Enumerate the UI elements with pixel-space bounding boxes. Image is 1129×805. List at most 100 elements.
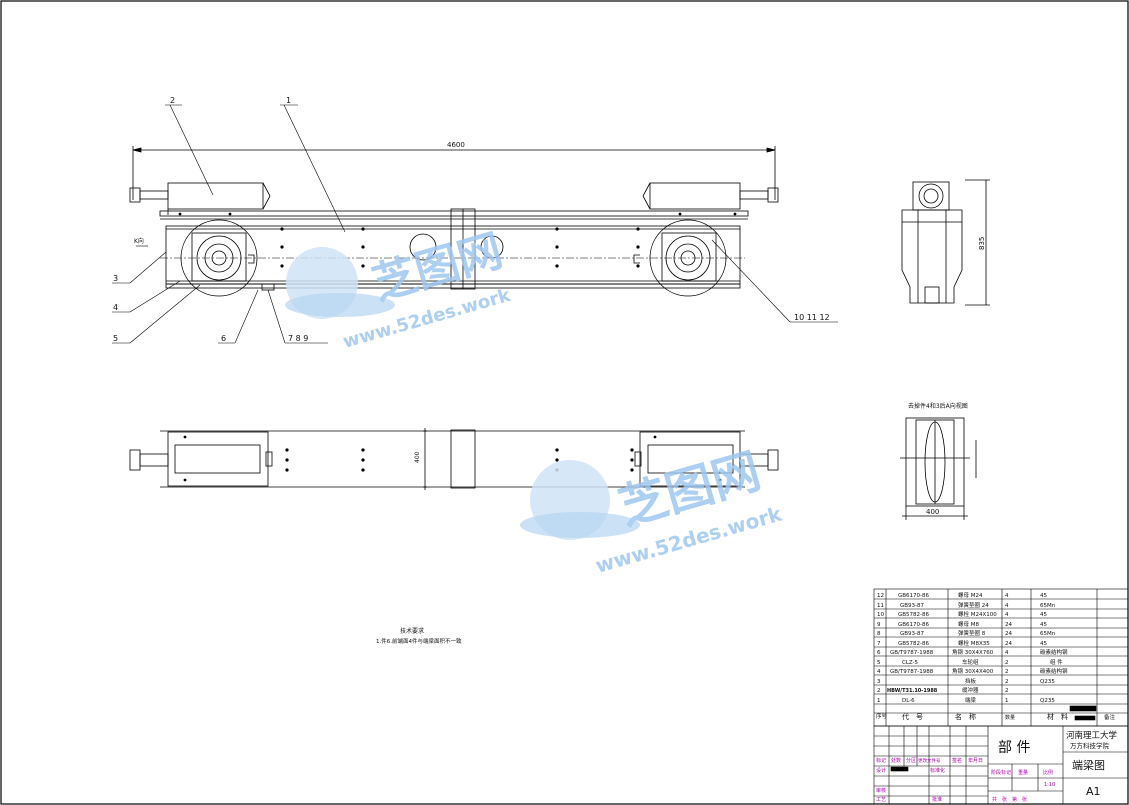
bom-mat: 45 (1040, 612, 1047, 618)
section-title: 去掉件4和3后A向视图 (908, 402, 968, 410)
bom-no: 2 (877, 688, 881, 694)
tech-req-text: 1.件6.前端面4件与端梁面积不一致 (376, 637, 462, 645)
rev-label-change-doc: 更改文件号 (918, 757, 941, 764)
scale-label: 比例 (1043, 769, 1053, 776)
leader-label-7-8-9: 7 8 9 (288, 334, 308, 343)
title-block-grid (873, 725, 1129, 805)
bom-mat: Q235 (1040, 679, 1055, 685)
bom-no: 8 (877, 631, 881, 637)
bom-code: CLZ-5 (902, 660, 919, 666)
rev-label-mark: 标记 (876, 757, 886, 764)
approve-label: 批准 (932, 796, 942, 803)
bom-qty: 24 (1005, 641, 1012, 647)
bom-name: 挡板 (965, 677, 977, 685)
leader-label-10-11-12: 10 11 12 (794, 313, 830, 322)
design-label: 设计 (876, 767, 886, 774)
top-view (129, 428, 779, 490)
top-bolt-holes (183, 435, 722, 482)
bom-no: 3 (877, 679, 881, 685)
bom-name: 螺栓 M8X35 (958, 639, 990, 647)
front-bolt-holes (178, 212, 737, 268)
bom-code: GB/T9787-1988 (890, 669, 934, 675)
bom-name: 车轮组 (962, 658, 979, 666)
side-view (901, 179, 990, 306)
stage-label: 阶段标记 (991, 769, 1011, 776)
bom-mat: 组 件 (1050, 658, 1063, 666)
bom-mat: Q235 (1040, 698, 1055, 704)
bom-no: 9 (877, 622, 881, 628)
leader-label-5: 5 (113, 334, 118, 343)
bom-name: 角钢 30X4X400 (952, 667, 994, 675)
check-label: 审核 (876, 787, 886, 794)
college-name: 万方科技学院 (1070, 741, 1110, 750)
bom-mat: 碳素结构钢 (1040, 667, 1068, 675)
bom-no: 11 (877, 603, 884, 609)
scale-ratio: 1:10 (1044, 782, 1055, 788)
bom-no: 4 (877, 669, 881, 675)
leader-label-4: 4 (113, 303, 118, 312)
bom-header-remark: 备注 (1104, 713, 1116, 721)
bom-mat: 65Mn (1040, 603, 1056, 609)
bom-qty: 4 (1005, 650, 1009, 656)
bom-mat: 45 (1040, 641, 1047, 647)
bom-name: 弹簧垫圈 8 (958, 629, 986, 637)
overall-length-dim: 4600 (447, 141, 465, 149)
rev-label-count: 处数 (891, 757, 901, 764)
bom-qty: 2 (1005, 679, 1009, 685)
leader-label-6: 6 (221, 334, 226, 343)
bom-qty: 1 (1005, 698, 1009, 704)
bom-name: 弹簧垫圈 24 (958, 601, 989, 609)
section-view (900, 417, 977, 520)
bom-qty: 24 (1005, 622, 1012, 628)
bom-grid (873, 588, 1129, 727)
title-block-text: 标记 处数 分区 更改文件号 签名 年月日 设计 标准化 审核 工艺 批准 部 … (876, 730, 1118, 803)
leader-lines (112, 104, 838, 344)
bom-mat: 45 (1040, 622, 1047, 628)
bom-qty: 2 (1005, 688, 1009, 694)
bom-qty: 4 (1005, 612, 1009, 618)
bom-name: 螺母 M24 (958, 591, 983, 599)
bom-code: GB93-87 (900, 603, 925, 609)
sheets-label: 共 张 第 张 (992, 796, 1027, 803)
rev-label-zone: 分区 (906, 757, 916, 764)
drawing-name: 端梁图 (1072, 758, 1105, 772)
leader-label-1: 1 (286, 96, 291, 105)
height-dim: 835 (978, 237, 986, 250)
bom-no: 1 (877, 698, 881, 704)
tech-req-title: 技术要求 (400, 627, 424, 635)
view-direction-label: K向 (134, 237, 144, 245)
bom-no: 7 (877, 641, 881, 647)
bom-header-no: 序号 (876, 712, 888, 720)
bom-no: 6 (877, 650, 881, 656)
process-label: 工艺 (876, 797, 886, 803)
bom-header-code: 代 号 (902, 712, 923, 721)
bom-qty: 24 (1005, 631, 1012, 637)
bom-qty: 2 (1005, 669, 1009, 675)
bom-qty: 2 (1005, 660, 1009, 666)
bom-qty: 4 (1005, 593, 1009, 599)
bom-name: 端梁 (965, 696, 977, 704)
bom-no: 5 (877, 660, 881, 666)
bom-no: 10 (877, 612, 884, 618)
bom-code: DL-6 (902, 698, 915, 704)
wheel-width-dim: 400 (926, 508, 939, 516)
front-view (129, 146, 779, 297)
bom-mat: 65Mn (1040, 631, 1056, 637)
bom-rows: 12 GB6170-86 螺母 M24 4 45 11 GB93-87 弹簧垫圈… (876, 591, 1116, 721)
bom-code: GB6170-86 (898, 622, 930, 628)
bom-name: 螺母 M8 (958, 620, 979, 628)
bom-code: GB6170-86 (898, 593, 930, 599)
bom-code: GB/T9787-1988 (890, 650, 934, 656)
top-width-dim: 400 (414, 451, 421, 463)
leader-label-2: 2 (170, 96, 175, 105)
bom-code: GB5782-86 (898, 612, 930, 618)
weight-label: 重量 (1018, 769, 1028, 776)
bom-name: 缓冲器 (962, 686, 979, 694)
bom-name: 角钢 30X4X760 (952, 648, 994, 656)
bom-header-qty: 数量 (1005, 714, 1015, 721)
rev-label-date: 年月日 (968, 757, 983, 764)
bom-mat: 碳素结构钢 (1040, 648, 1068, 656)
school-name: 河南理工大学 (1066, 730, 1118, 741)
